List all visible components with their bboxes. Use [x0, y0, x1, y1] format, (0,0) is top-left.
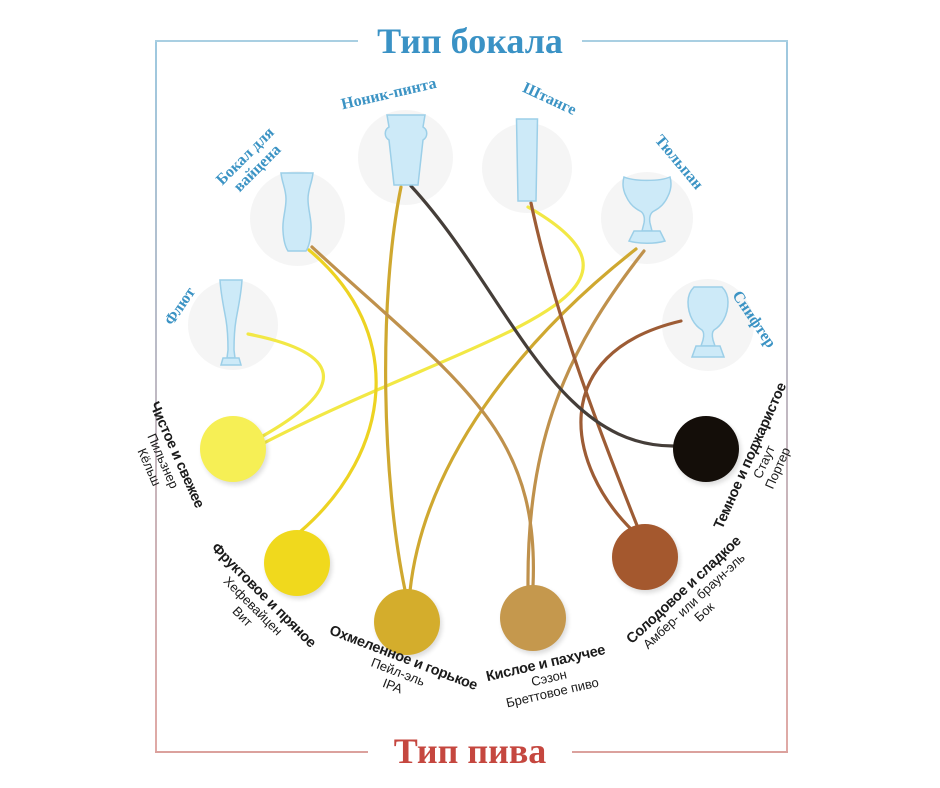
- connection-hoppy-tulip: [408, 247, 638, 593]
- connection-sour-tulip: [526, 249, 646, 588]
- snifter-glass-icon: [687, 286, 729, 358]
- connection-malty-stange: [529, 201, 640, 530]
- beer-circle-hoppy: [374, 589, 440, 655]
- connection-hoppy-nonic: [384, 185, 407, 592]
- flute-glass-icon: [219, 279, 243, 366]
- stange-glass-icon: [515, 118, 539, 202]
- tulip-glass-icon: [622, 175, 672, 244]
- frame-bottom-left-line: [155, 751, 368, 753]
- beer-circle-sour: [500, 585, 566, 651]
- frame-bottom-right-line: [572, 751, 788, 753]
- weizen-glass-icon: [280, 172, 314, 252]
- frame-right-line: [786, 40, 788, 752]
- beer-circle-malty: [612, 524, 678, 590]
- beer-circle-dark: [673, 416, 739, 482]
- connection-malty-snifter: [579, 319, 683, 533]
- diagram-title-glass-type: Тип бокала: [377, 21, 563, 61]
- nonic-pint-glass-icon: [384, 114, 428, 186]
- frame-top-left-line: [155, 40, 358, 42]
- connection-clean-flute: [246, 332, 325, 439]
- frame-top-right-line: [582, 40, 788, 42]
- connection-dark-nonic: [409, 184, 676, 448]
- frame-left-line: [155, 40, 157, 752]
- beer-circle-fruity: [264, 530, 330, 596]
- beer-circle-clean: [200, 416, 266, 482]
- connection-fruity-weizen: [299, 248, 378, 533]
- connection-clean-stange: [260, 205, 585, 446]
- diagram-title-beer-type: Тип пива: [393, 731, 547, 771]
